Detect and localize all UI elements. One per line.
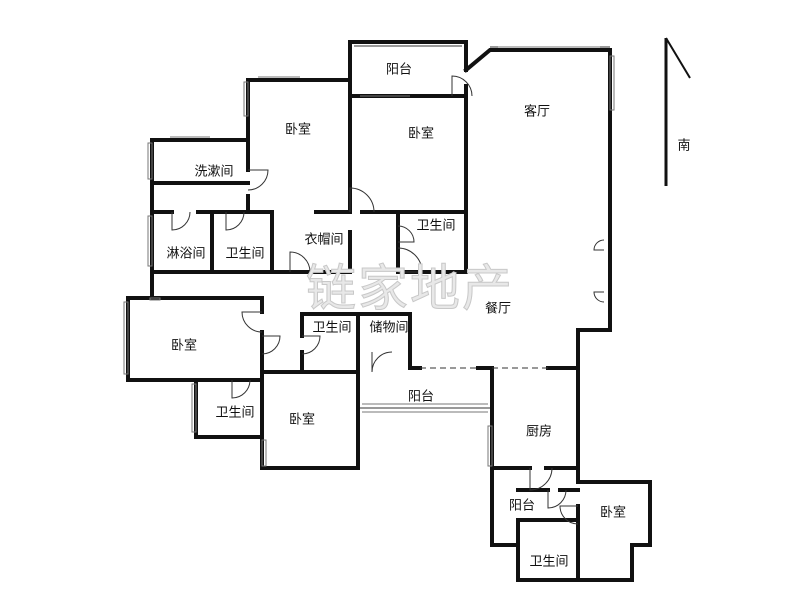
room-label-storage-room: 储物间 [369, 321, 408, 336]
room-label-shower-room: 淋浴间 [166, 247, 205, 262]
room-label-bedroom-top-mid: 卧室 [408, 126, 434, 142]
room-label-dining-room: 餐厅 [485, 301, 511, 317]
room-label-bedroom-lower: 卧室 [289, 412, 315, 428]
room-label-balcony-lower: 阳台 [509, 499, 535, 514]
room-label-bathroom-bottom-right: 卫生间 [529, 555, 568, 570]
room-label-bedroom-mid-left: 卧室 [171, 338, 197, 354]
room-label-living-room: 客厅 [524, 104, 550, 120]
room-label-bathroom-top-left: 卫生间 [225, 247, 264, 262]
room-label-bathroom-top-mid: 卫生间 [416, 219, 455, 234]
watermark: 链家地产 [306, 260, 514, 318]
room-labels: 阳台 客厅 卧室 卧室 洗漱间 淋浴间 卫生间 衣帽间 卫生间 餐厅 卧室 卫生… [166, 63, 626, 570]
room-label-cloakroom: 衣帽间 [304, 232, 343, 248]
room-label-bathroom-lower-left: 卫生间 [215, 406, 254, 421]
room-label-balcony-top: 阳台 [386, 63, 412, 78]
walls [126, 40, 652, 582]
room-label-balcony-mid: 阳台 [408, 390, 434, 405]
compass-label: 南 [677, 138, 690, 154]
doors [171, 75, 605, 525]
room-label-kitchen: 厨房 [526, 424, 552, 440]
room-label-bedroom-bottom-right: 卧室 [600, 505, 626, 521]
room-label-washroom: 洗漱间 [194, 165, 233, 180]
room-label-bedroom-top-left: 卧室 [285, 122, 311, 138]
compass: 南 [664, 37, 691, 186]
windows [123, 46, 615, 467]
room-label-bathroom-center: 卫生间 [312, 321, 351, 336]
